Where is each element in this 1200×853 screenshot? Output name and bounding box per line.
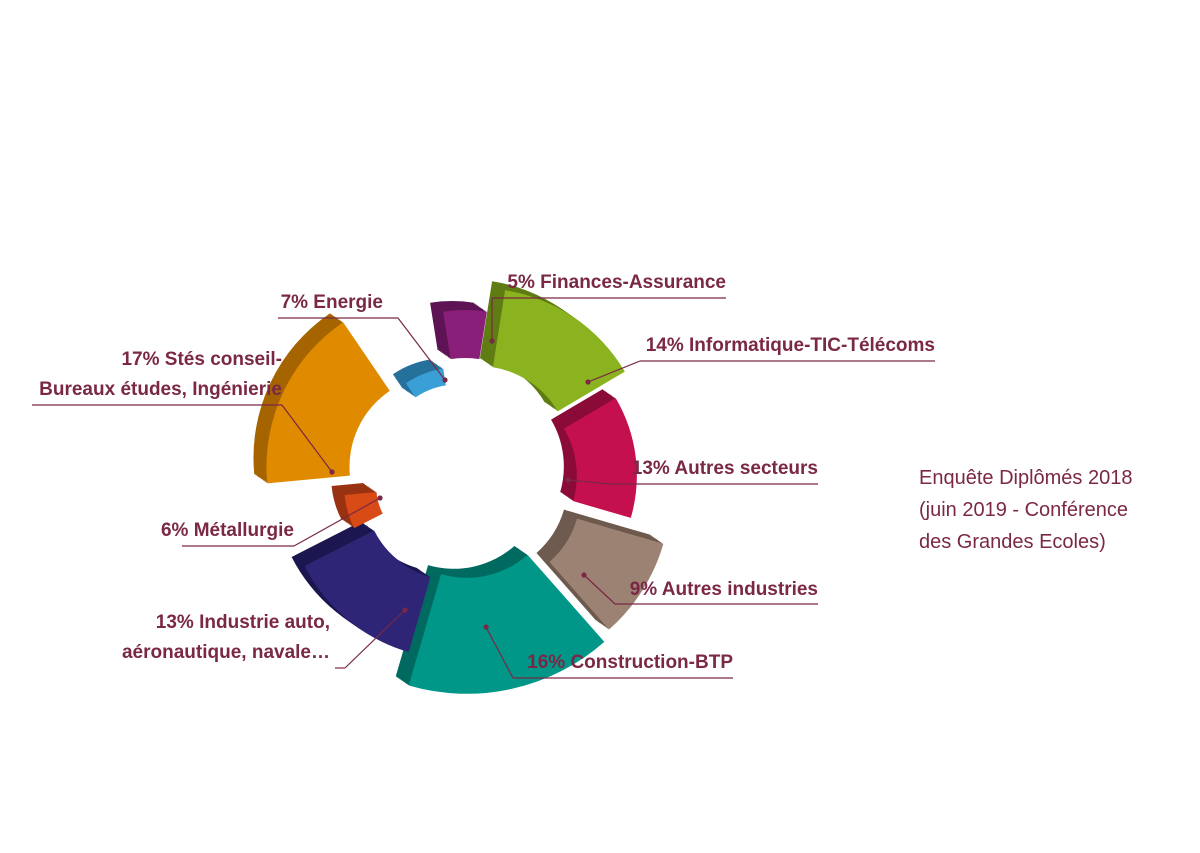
leader-line-energie [397,317,446,381]
leader-line-stes-conseil-bureaux-etudes-ingenierie [281,404,333,473]
slice-label-industrie-auto-aeronautique-navale: 13% Industrie auto,aéronautique, navale… [122,612,330,663]
slice-label-metallurgie: 6% Métallurgie [161,520,294,541]
slice-label-finances-assurance: 5% Finances-Assurance [507,272,726,293]
slice-metallurgie [344,492,383,529]
slice-industrie-auto-aeronautique-navale [304,530,431,653]
leader-line-autres-industries [583,574,616,605]
slice-stes-conseil-bureaux-etudes-ingenierie [266,322,390,484]
leader-dot-autres-secteurs [565,477,571,483]
slice-finances-assurance [443,309,487,360]
leader-dot-industrie-auto-aeronautique-navale [402,607,408,613]
leader-line-autres-secteurs [567,479,611,485]
leader-line-industrie-auto-aeronautique-navale [344,609,406,669]
slice-label-construction-btp: 16% Construction-BTP [527,652,733,673]
slice-label-autres-secteurs: 13% Autres secteurs [632,458,818,479]
leader-dot-autres-industries [581,572,587,578]
slice-label-autres-industries: 9% Autres industries [630,579,818,600]
leader-dot-finances-assurance [489,338,495,344]
leader-dot-informatique-tic-telecoms [585,379,591,385]
slice-construction-btp [408,554,605,694]
leader-line-metallurgie [293,497,381,547]
leader-dot-construction-btp [483,624,489,630]
slice-label-stes-conseil-bureaux-etudes-ingenierie: 17% Stés conseil-Bureaux études, Ingénie… [39,349,282,400]
leader-dot-stes-conseil-bureaux-etudes-ingenierie [329,469,335,475]
slice-label-energie: 7% Energie [281,292,383,313]
slice-autres-secteurs [564,398,637,518]
slice-energie [405,368,446,398]
leader-dot-metallurgie [377,495,383,501]
leader-line-informatique-tic-telecoms [587,360,641,383]
source-text: Enquête Diplômés 2018(juin 2019 - Confér… [919,467,1132,553]
slice-autres-industries [549,518,664,630]
leader-line-construction-btp [485,626,514,679]
source-note: Enquête Diplômés 2018(juin 2019 - Confér… [919,467,1132,553]
slice-label-informatique-tic-telecoms: 14% Informatique-TIC-Télécoms [646,335,935,356]
leader-dot-energie [442,377,448,383]
